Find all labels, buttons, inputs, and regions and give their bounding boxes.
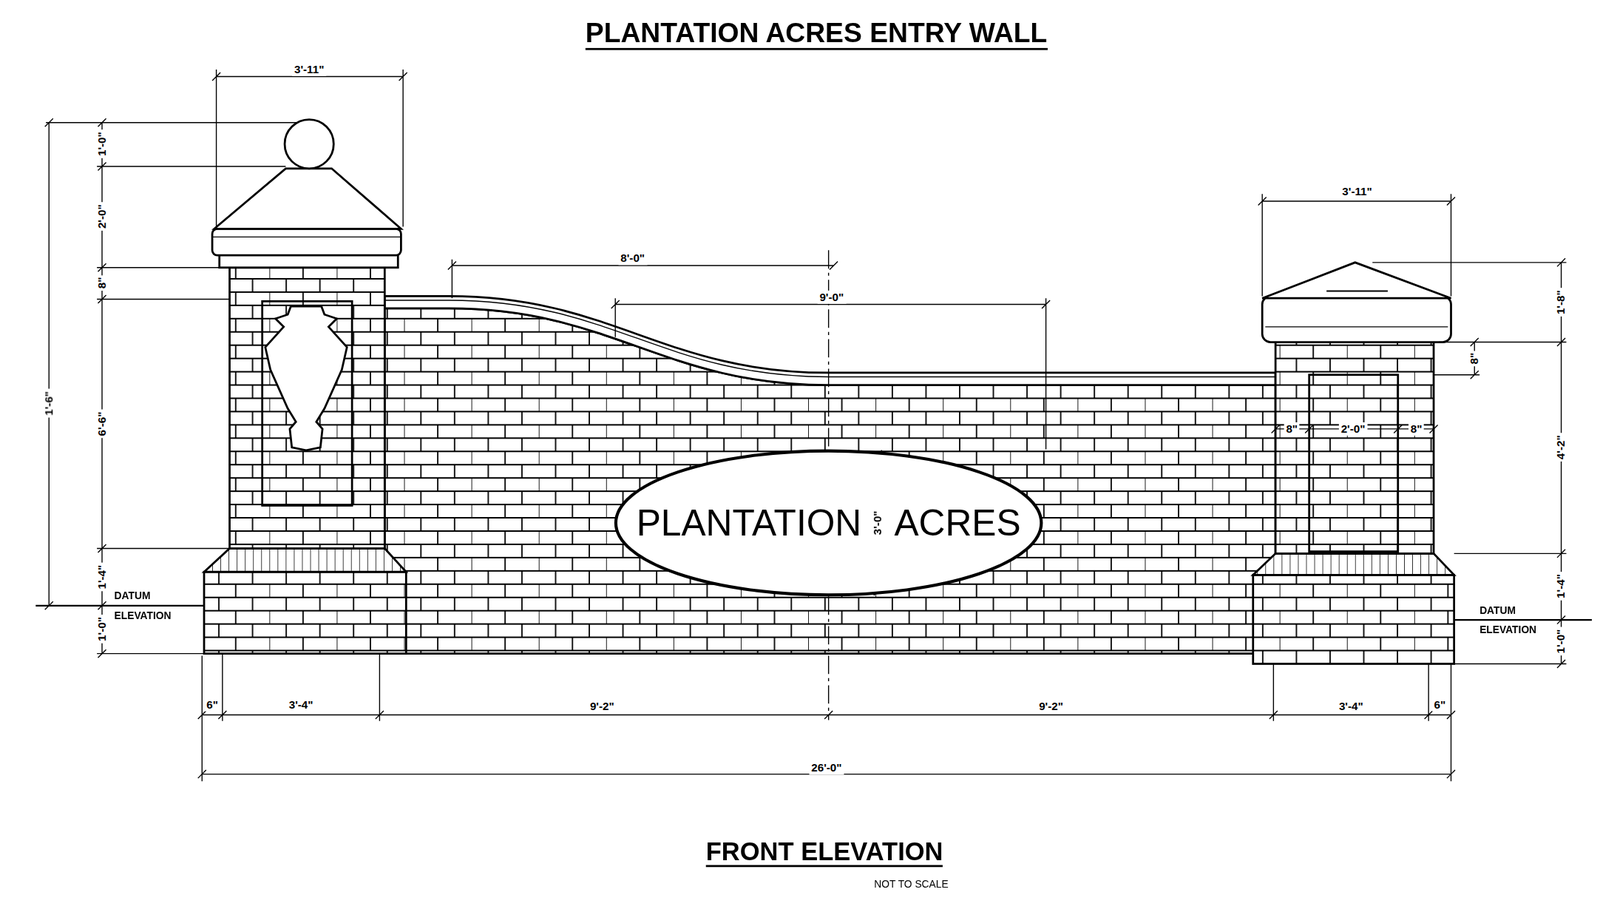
dimension-label: 6" <box>204 697 220 712</box>
dimension-label: 8'-0" <box>618 251 647 265</box>
dimension-label: 26'-0" <box>809 760 845 775</box>
dimension-label: 1'-8" <box>1554 288 1569 317</box>
dimension-label: 1'-6" <box>42 388 56 418</box>
dimension-label: 1'-4" <box>95 562 109 591</box>
pier-roof <box>1262 262 1451 298</box>
soldier-course <box>1253 553 1455 575</box>
pier-shaft <box>229 267 386 549</box>
pier-panel <box>262 300 352 505</box>
dimension-line <box>45 118 298 658</box>
pier-base <box>1253 574 1455 664</box>
dimension-line <box>212 69 408 227</box>
dimension-label: 2'-0" <box>1339 422 1368 436</box>
dimension-label: 6" <box>1432 697 1448 712</box>
pier-cap <box>1262 295 1451 342</box>
dimension-label: 3'-11" <box>1340 185 1375 199</box>
ball-finial <box>284 119 334 169</box>
datum-line <box>35 604 205 607</box>
dimension-label: 9'-2" <box>587 699 616 713</box>
sign-oval: PLANTATION ACRES <box>614 449 1044 597</box>
pier-panel <box>1309 374 1399 552</box>
cap-line <box>212 236 401 238</box>
dimension-label: 6'-6" <box>95 409 109 438</box>
dimension-label: 1'-0" <box>95 614 109 643</box>
soldier-course <box>204 547 406 572</box>
dimension-label: 9'-2" <box>1036 699 1065 713</box>
dimension-label: 3'-11" <box>292 62 327 77</box>
dimension-label: 8" <box>95 275 109 291</box>
sign-text: PLANTATION ACRES <box>636 502 1022 543</box>
dimension-label: 3'-4" <box>286 697 315 712</box>
dimension-label: 1'-0" <box>95 130 109 159</box>
dimension-label: 9'-0" <box>817 290 846 304</box>
dimension-label: 3'-0" <box>870 508 885 537</box>
dimension-label: 1'-0" <box>1554 626 1569 656</box>
dimension-line <box>1258 193 1456 296</box>
dimension-label: 3'-4" <box>1336 699 1365 713</box>
cap-line <box>1265 326 1448 327</box>
dimension-label: 8" <box>1467 350 1481 366</box>
datum-label: DATUM ELEVATION <box>114 586 188 625</box>
wall-coping <box>384 295 1276 385</box>
dimension-label: 8" <box>1284 422 1300 436</box>
brick-wall <box>384 308 1276 654</box>
dimension-line <box>611 297 1050 449</box>
coping-line <box>384 300 1276 378</box>
dimension-line <box>448 259 838 298</box>
dimension-line <box>45 118 54 610</box>
dimension-label: 4'-2" <box>1554 433 1569 462</box>
dimension-label: 8" <box>1408 422 1425 436</box>
finial-cutout <box>265 306 347 451</box>
pier-base <box>204 571 406 653</box>
dimension-label: 2'-0" <box>95 202 109 231</box>
datum-line <box>1454 618 1592 621</box>
dimension-line <box>198 653 1456 782</box>
dimension-label: 1'-4" <box>1554 571 1569 600</box>
datum-label: DATUM ELEVATION <box>1479 600 1553 639</box>
drawing-caption: FRONT ELEVATION <box>706 836 944 867</box>
drawing-title: PLANTATION ACRES ENTRY WALL <box>585 18 1047 51</box>
pier-shaft <box>1275 342 1434 554</box>
oval-shape <box>615 451 1042 596</box>
pier-roof <box>214 168 402 229</box>
pier-cap <box>212 228 401 256</box>
roof-line <box>1326 289 1388 292</box>
dimension-line <box>1372 258 1566 668</box>
scale-note: NOT TO SCALE <box>873 877 948 891</box>
